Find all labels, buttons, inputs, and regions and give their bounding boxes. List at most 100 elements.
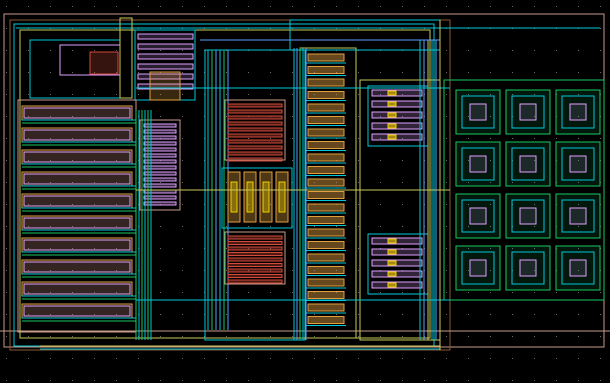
grid-dot xyxy=(270,226,271,227)
grid-dot xyxy=(94,314,95,315)
grid-dot xyxy=(468,6,469,7)
grid-dot xyxy=(138,94,139,95)
grid-dot xyxy=(380,226,381,227)
grid-dot xyxy=(402,94,403,95)
center-lower-finger xyxy=(227,274,283,278)
resistor-leg xyxy=(307,291,345,299)
grid-cell-core xyxy=(569,103,587,121)
bias-finger xyxy=(143,141,177,146)
grid-dot xyxy=(534,314,535,315)
grid-dot xyxy=(6,6,7,7)
switch-row xyxy=(371,270,423,278)
grid-dot xyxy=(402,182,403,183)
grid-dot xyxy=(226,138,227,139)
grid-cell-core xyxy=(569,155,587,173)
grid-dot xyxy=(72,116,73,117)
grid-dot xyxy=(6,138,7,139)
grid-dot xyxy=(72,336,73,337)
grid-dot xyxy=(512,248,513,249)
grid-dot xyxy=(534,182,535,183)
grid-dot xyxy=(72,160,73,161)
grid-dot xyxy=(28,336,29,337)
grid-dot xyxy=(50,94,51,95)
grid-dot xyxy=(578,314,579,315)
grid-dot xyxy=(402,358,403,359)
grid-dot xyxy=(468,182,469,183)
resistor-leg xyxy=(307,278,345,287)
grid-dot xyxy=(468,138,469,139)
grid-dot xyxy=(160,182,161,183)
grid-cell-inner xyxy=(461,95,495,129)
grid-dot xyxy=(600,336,601,337)
grid-cell xyxy=(555,89,601,135)
grid-dot xyxy=(600,314,601,315)
center-mid-via xyxy=(230,181,238,213)
grid-dot xyxy=(468,72,469,73)
grid-dot xyxy=(50,72,51,73)
grid-dot xyxy=(94,270,95,271)
grid-dot xyxy=(534,72,535,73)
grid-dot xyxy=(424,358,425,359)
grid-dot xyxy=(94,380,95,381)
grid-dot xyxy=(270,248,271,249)
grid-dot xyxy=(292,358,293,359)
grid-cell xyxy=(455,89,501,135)
top-vertical-strap xyxy=(119,17,133,99)
grid-dot xyxy=(402,380,403,381)
grid-dot xyxy=(578,160,579,161)
grid-dot xyxy=(160,50,161,51)
cap-row-inner xyxy=(23,239,131,251)
grid-dot xyxy=(358,160,359,161)
grid-dot xyxy=(446,204,447,205)
grid-dot xyxy=(358,138,359,139)
grid-dot xyxy=(336,72,337,73)
grid-dot xyxy=(138,380,139,381)
grid-dot xyxy=(600,380,601,381)
grid-dot xyxy=(380,94,381,95)
top-mid-finger xyxy=(137,43,194,50)
grid-dot xyxy=(556,358,557,359)
grid-dot xyxy=(292,160,293,161)
grid-dot xyxy=(490,226,491,227)
bias-finger xyxy=(143,183,177,188)
grid-dot xyxy=(116,72,117,73)
resistor-leg xyxy=(307,128,345,137)
grid-dot xyxy=(490,160,491,161)
grid-dot xyxy=(50,116,51,117)
grid-dot xyxy=(50,204,51,205)
grid-dot xyxy=(490,204,491,205)
grid-cell-inner xyxy=(561,147,595,181)
grid-dot xyxy=(226,292,227,293)
grid-dot xyxy=(28,314,29,315)
grid-dot xyxy=(600,138,601,139)
grid-dot xyxy=(512,72,513,73)
grid-dot xyxy=(512,182,513,183)
grid-dot xyxy=(28,138,29,139)
bias-finger xyxy=(143,165,177,170)
grid-dot xyxy=(468,50,469,51)
grid-dot xyxy=(160,270,161,271)
grid-dot xyxy=(72,292,73,293)
grid-dot xyxy=(600,292,601,293)
grid-dot xyxy=(6,380,7,381)
grid-dot xyxy=(358,270,359,271)
bias-finger xyxy=(143,195,177,200)
grid-dot xyxy=(50,226,51,227)
grid-dot xyxy=(578,248,579,249)
grid-cell xyxy=(505,245,551,291)
grid-dot xyxy=(270,6,271,7)
grid-dot xyxy=(468,314,469,315)
grid-dot xyxy=(336,380,337,381)
grid-dot xyxy=(534,116,535,117)
grid-dot xyxy=(270,182,271,183)
grid-dot xyxy=(292,336,293,337)
grid-dot xyxy=(402,204,403,205)
bias-finger xyxy=(143,123,177,128)
switch-row xyxy=(371,259,423,267)
center-mid-via xyxy=(278,181,286,213)
switch-via xyxy=(387,90,397,96)
grid-dot xyxy=(402,292,403,293)
grid-dot xyxy=(446,226,447,227)
grid-dot xyxy=(534,204,535,205)
